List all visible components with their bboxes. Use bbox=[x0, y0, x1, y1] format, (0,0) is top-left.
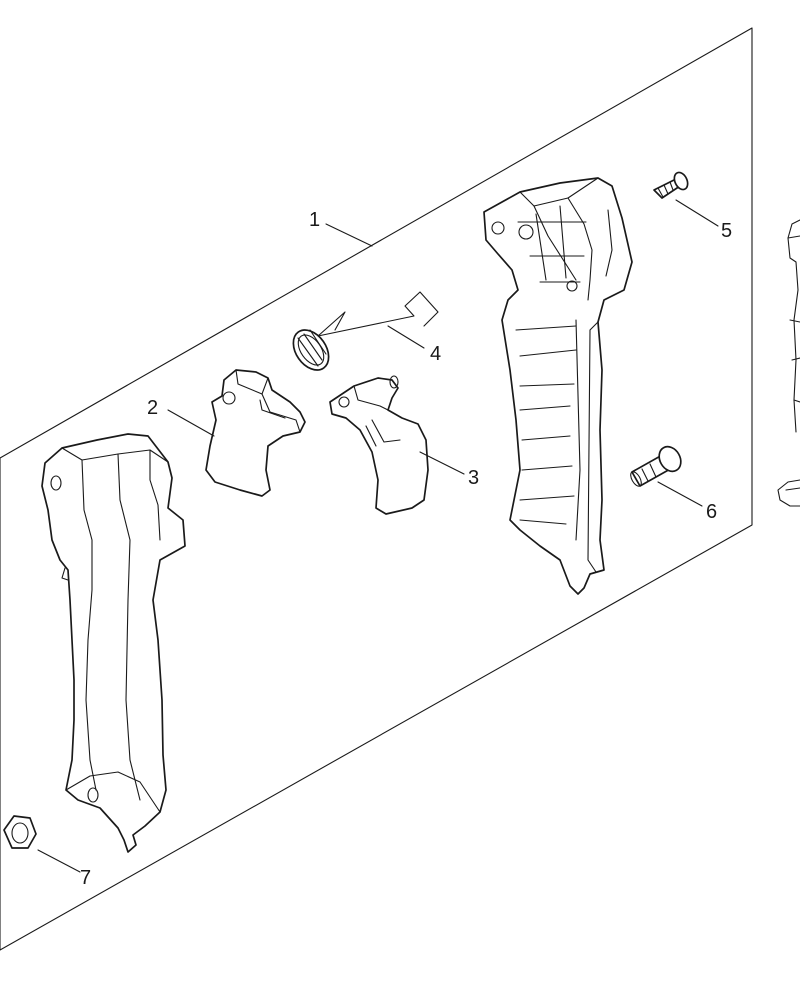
handle-housing-left bbox=[41, 433, 186, 853]
trigger bbox=[329, 375, 429, 515]
leader-7 bbox=[37, 849, 81, 873]
callout-6: 6 bbox=[706, 501, 717, 523]
screw-small bbox=[653, 171, 689, 199]
handle-housing-right bbox=[483, 177, 633, 595]
leader-1 bbox=[325, 223, 373, 247]
leader-5 bbox=[675, 199, 719, 227]
throttle-lever bbox=[205, 369, 306, 497]
callout-2: 2 bbox=[147, 397, 158, 419]
callout-1: 1 bbox=[309, 209, 320, 231]
callout-4: 4 bbox=[430, 343, 441, 365]
partial-part-right-edge bbox=[777, 219, 800, 507]
callout-5: 5 bbox=[721, 220, 732, 242]
screw-large bbox=[630, 445, 682, 487]
leader-4 bbox=[387, 325, 425, 349]
leader-6 bbox=[657, 481, 703, 507]
torsion-spring bbox=[292, 291, 439, 371]
callout-7: 7 bbox=[80, 867, 91, 889]
hex-nut bbox=[3, 815, 37, 849]
leader-3 bbox=[419, 451, 465, 475]
assembly-frame bbox=[0, 27, 753, 951]
leader-2 bbox=[167, 409, 215, 437]
leader-lines bbox=[37, 199, 719, 873]
callout-3: 3 bbox=[468, 467, 479, 489]
